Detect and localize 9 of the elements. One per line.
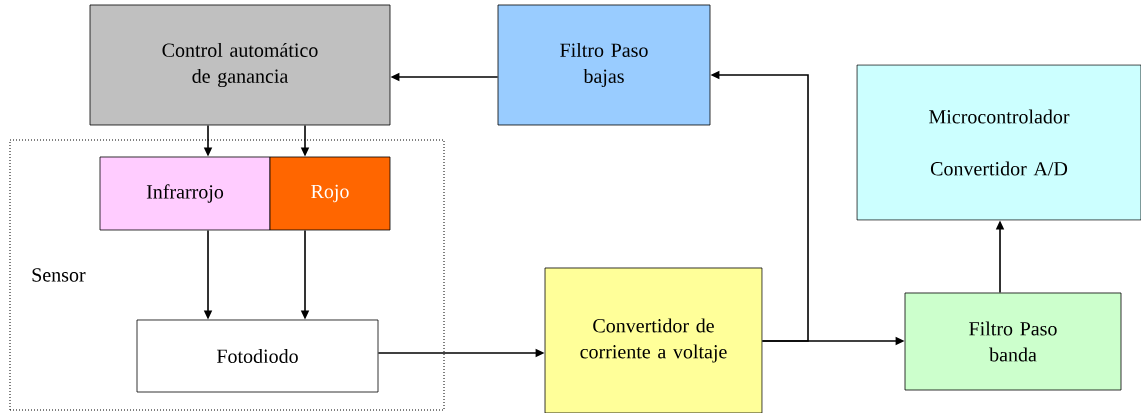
led-box: Rojo [269, 156, 391, 231]
process-box: Fotodiodo [136, 319, 379, 393]
process-box: Control automático de ganancia [89, 4, 391, 126]
process-box: Filtro Paso banda [904, 292, 1122, 391]
group-label: Sensor [32, 268, 86, 282]
process-box: Convertidor de corriente a voltaje [544, 267, 763, 413]
process-box: Filtro Paso bajas [497, 4, 711, 126]
led-box: Infrarrojo [99, 156, 271, 231]
process-box: Microcontrolador Convertidor A/D [856, 64, 1141, 221]
